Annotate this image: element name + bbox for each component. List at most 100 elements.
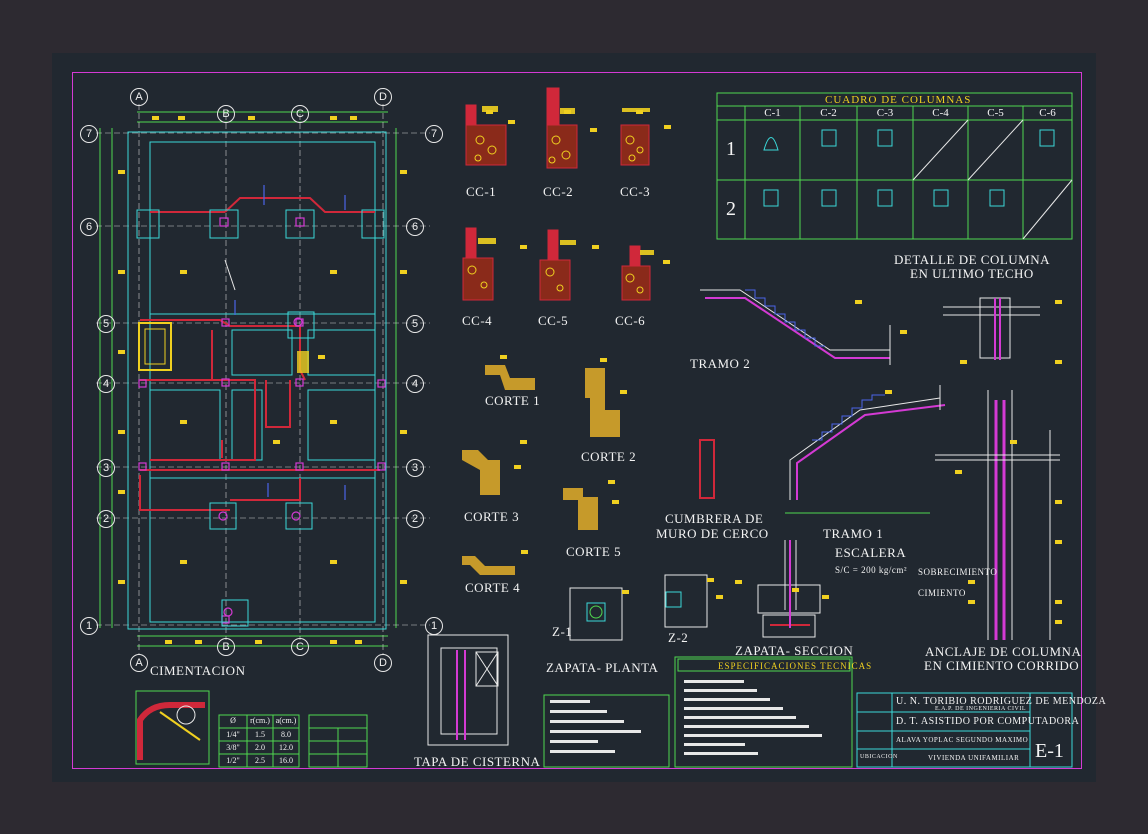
- axis-5-right: 5: [406, 315, 424, 333]
- spec-line: [684, 680, 744, 683]
- annotation-tag: [514, 465, 521, 469]
- annotation-tag: [955, 470, 962, 474]
- rebar-r0c2: 8.0: [281, 730, 291, 739]
- specs-and-title-frames: [543, 656, 1073, 768]
- annotation-tag: [180, 560, 187, 564]
- label-zapata-planta: ZAPATA- PLANTA: [546, 660, 659, 675]
- rebar-r2c0: 1/2": [226, 756, 240, 765]
- col-header-c3: C-3: [876, 107, 894, 119]
- annotation-tag: [330, 640, 337, 644]
- axis-3-right: 3: [406, 459, 424, 477]
- title-course: D. T. ASISTIDO POR COMPUTADORA: [896, 716, 1080, 727]
- title-university: U. N. TORIBIO RODRIGUEZ DE MENDOZA: [896, 696, 1107, 707]
- label-cc-5: CC-5: [538, 313, 569, 328]
- label-escalera: ESCALERA: [835, 545, 907, 560]
- axis-7-right: 7: [425, 125, 443, 143]
- annotation-tag: [792, 588, 799, 592]
- label-zapata-seccion: ZAPATA- SECCION: [735, 643, 854, 658]
- rebar-r2c2: 16.0: [279, 756, 293, 765]
- axis-5-left: 5: [97, 315, 115, 333]
- annotation-tag: [1055, 600, 1062, 604]
- annotation-tag: [118, 270, 125, 274]
- sheet-frame: [72, 72, 1082, 769]
- spec-line: [550, 700, 590, 703]
- annotation-tag: [118, 490, 125, 494]
- label-corte-4: CORTE 4: [465, 580, 521, 595]
- spec-line: [550, 740, 598, 743]
- annotation-tag: [152, 116, 159, 120]
- annotation-tag: [968, 580, 975, 584]
- axis-d-bottom: D: [374, 654, 392, 672]
- spec-line: [550, 720, 624, 723]
- rebar-r0c1: 1.5: [255, 730, 265, 739]
- annotation-tag: [520, 245, 527, 249]
- title-author: ALAVA YOPLAC SEGUNDO MAXIMO: [896, 736, 1029, 744]
- axis-b-bottom: B: [217, 638, 235, 656]
- col-row-1: 1: [726, 138, 736, 160]
- rebar-hook-detail: [135, 690, 210, 765]
- col-header-c1: C-1: [764, 107, 781, 119]
- annotation-tag: [400, 170, 407, 174]
- annotation-tag: [355, 640, 362, 644]
- annotation-tag: [707, 578, 714, 582]
- label-cc-3: CC-3: [620, 184, 651, 199]
- annotation-tag: [330, 116, 337, 120]
- label-sobrecarga: S/C = 200 kg/cm²: [835, 565, 908, 575]
- label-cc-6: CC-6: [615, 313, 646, 328]
- column-detail-drawing: [935, 297, 1060, 640]
- rebar-r0c0: 1/4": [226, 730, 240, 739]
- axis-b-top: B: [217, 105, 235, 123]
- rebar-table-grid: [218, 714, 368, 768]
- spec-line: [684, 734, 822, 737]
- axis-2-right: 2: [406, 510, 424, 528]
- label-cuadro-columnas: CUADRO DE COLUMNAS: [825, 94, 972, 106]
- annotation-tag: [330, 560, 337, 564]
- annotation-tag: [508, 120, 515, 124]
- spec-line: [684, 689, 757, 692]
- annotation-tag: [885, 390, 892, 394]
- label-detalle-columna-2: EN ULTIMO TECHO: [910, 266, 1034, 281]
- annotation-tag: [960, 360, 967, 364]
- annotation-tag: [612, 500, 619, 504]
- cistern-cover-drawing: [427, 634, 509, 746]
- axis-1-left: 1: [80, 617, 98, 635]
- spec-line: [550, 730, 641, 733]
- label-sobrecimiento: SOBRECIMIENTO: [918, 567, 998, 577]
- spec-line: [684, 743, 745, 746]
- label-corte-3: CORTE 3: [464, 509, 520, 524]
- annotation-tag: [636, 110, 643, 114]
- annotation-tag: [664, 125, 671, 129]
- title-ubicacion: UBICACION: [860, 754, 898, 760]
- label-z2: Z-2: [668, 630, 689, 645]
- spec-line: [550, 750, 615, 753]
- annotation-tag: [180, 420, 187, 424]
- axis-3-left: 3: [97, 459, 115, 477]
- label-cc-2: CC-2: [543, 184, 574, 199]
- annotation-tag: [592, 245, 599, 249]
- axis-4-left: 4: [97, 375, 115, 393]
- label-cimentacion: CIMENTACION: [150, 663, 246, 678]
- label-corte-2: CORTE 2: [581, 449, 637, 464]
- annotation-tag: [822, 595, 829, 599]
- annotation-tag: [1055, 540, 1062, 544]
- col-header-c2: C-2: [820, 107, 837, 119]
- annotation-tag: [590, 128, 597, 132]
- rebar-h1: r(cm.): [250, 716, 270, 725]
- annotation-tag: [165, 640, 172, 644]
- axis-6-left: 6: [80, 218, 98, 236]
- label-cc-4: CC-4: [462, 313, 493, 328]
- columns-table-grid: [716, 92, 1073, 240]
- col-header-c5: C-5: [987, 107, 1004, 119]
- annotation-tag: [600, 358, 607, 362]
- title-faculty: E.A.P. DE INGENIERIA CIVIL: [935, 706, 1026, 712]
- annotation-tag: [663, 260, 670, 264]
- annotation-tag: [118, 350, 125, 354]
- annotation-tag: [968, 600, 975, 604]
- footing-drawings: [569, 540, 821, 641]
- spec-line: [684, 698, 770, 701]
- annotation-tag: [564, 110, 571, 114]
- annotation-tag: [716, 595, 723, 599]
- axis-7-left: 7: [80, 125, 98, 143]
- annotation-tag: [400, 270, 407, 274]
- stairs-drawing: [700, 289, 946, 514]
